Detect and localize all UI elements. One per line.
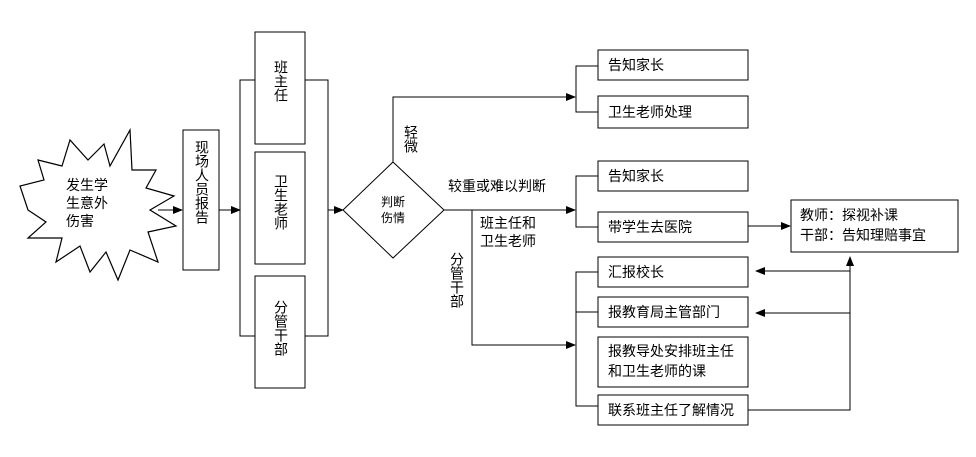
start-event-line: 生意外 [66,195,108,212]
mild-action-notify-parents: 告知家长 [597,49,749,81]
mild-action-health-teacher: 卫生老师处理 [597,95,749,129]
responder-label: 分管干部 [272,300,288,356]
followup-label: 教师：探视补课 [800,208,898,224]
cadre-action-report-principal: 汇报校长 [597,256,749,288]
responder-node-health-teacher: 卫生老师 [254,151,306,265]
serious-action-hospital: 带学生去医院 [597,211,749,243]
serious-action-notify-parents: 告知家长 [597,160,749,192]
mild-branch-connector [392,93,576,162]
mild-branch-label: 轻微 [402,125,418,153]
cadre-action-contact-teacher: 联系班主任了解情况 [597,394,749,426]
action-label: 带学生去医院 [608,220,692,236]
serious-branch-label: 较重或难以判断 [448,179,546,195]
cadre-branch-connector [471,210,576,349]
responder-node-class-teacher: 班主任 [254,31,306,145]
feedback-connector [748,256,854,411]
cadre-action-arrange-classes: 报教导处安排班主任 和卫生老师的课 [597,336,749,388]
teachers-branch-label: 班主任和 [480,216,536,232]
cadre-branch-label: 分管干部 [448,252,464,308]
action-label: 卫生老师处理 [608,105,692,121]
cadre-actions-bracket [575,271,598,407]
start-event-line: 伤害 [66,214,94,230]
start-event-line: 发生学 [66,178,108,194]
followup-node: 教师：探视补课 干部：告知理赔事宜 [790,199,959,253]
responder-label: 班主任 [272,60,288,102]
starburst-shape [19,127,178,282]
cadre-action-report-bureau: 报教育局主管部门 [597,296,749,328]
action-label: 报教育局主管部门 [608,305,720,321]
responder-bracket [239,79,329,337]
report-node: 现场人员报告 [182,129,220,271]
action-label: 汇报校长 [608,264,664,281]
followup-label: 干部：告知理赔事宜 [800,227,926,244]
responder-label: 卫生老师 [272,174,288,230]
action-label: 和卫生老师的课 [608,364,706,380]
action-label: 联系班主任了解情况 [608,403,734,419]
action-label: 报教导处安排班主任 [608,344,734,360]
serious-actions-bracket [575,175,598,228]
report-label: 现场人员报告 [193,140,209,224]
responder-node-cadre: 分管干部 [254,275,306,389]
start-event-node: 发生学 生意外 伤害 [19,127,178,282]
decision-node: 判断 伤情 [342,161,445,259]
decision-label: 判断 [381,194,405,209]
teachers-branch-label: 卫生老师 [480,234,536,250]
decision-label: 伤情 [381,211,405,225]
action-label: 告知家长 [608,168,664,185]
mild-actions-bracket [575,65,598,113]
action-label: 告知家长 [608,57,664,74]
